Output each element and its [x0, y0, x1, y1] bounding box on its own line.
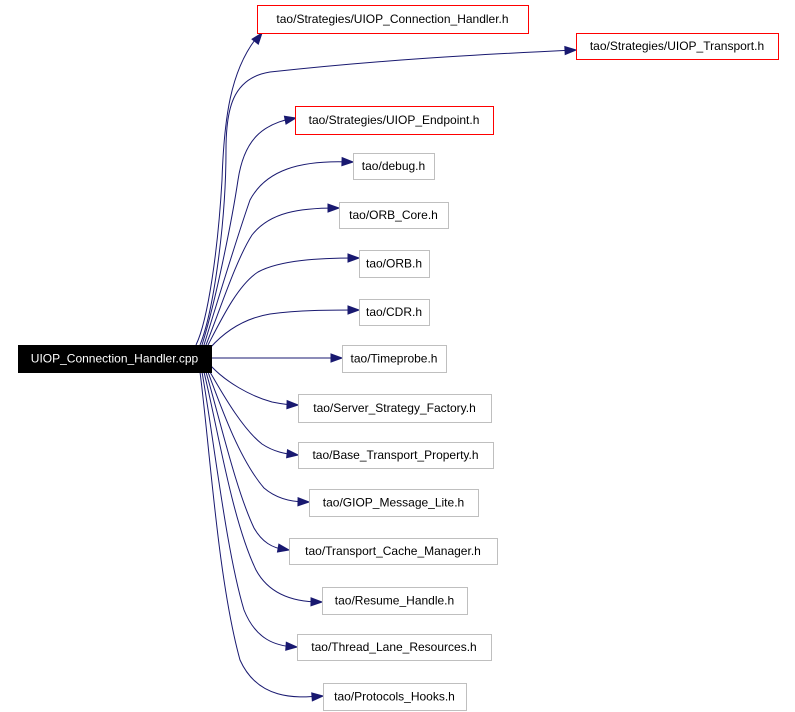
- nodes: UIOP_Connection_Handler.cpp tao/Strategie…: [18, 5, 779, 711]
- include-node-tao-resume-handle-h[interactable]: tao/Resume_Handle.h: [322, 587, 468, 615]
- node-box: [295, 106, 494, 135]
- edge-to-tao-transport-cache-manager-h: [205, 371, 287, 551]
- edges: [195, 31, 578, 702]
- arrowhead: [564, 45, 578, 56]
- edge-to-tao-strategies-uiop-transport-h: [199, 49, 575, 346]
- include-node-tao-timeprobe-h[interactable]: tao/Timeprobe.h: [342, 345, 447, 373]
- arrowhead: [297, 497, 311, 507]
- node-box: [323, 683, 467, 711]
- edge-to-tao-debug-h: [203, 161, 351, 346]
- node-label: tao/Base_Transport_Property.h: [312, 448, 478, 462]
- node-label: tao/ORB.h: [366, 257, 422, 271]
- include-node-tao-base-transport-property-h[interactable]: tao/Base_Transport_Property.h: [298, 442, 494, 469]
- node-box: [322, 587, 468, 615]
- edge-to-tao-thread-lane-resources-h: [201, 371, 296, 648]
- edge-to-tao-strategies-uiop-endpoint-h: [201, 117, 295, 346]
- node-box: [289, 538, 498, 565]
- arrowhead: [251, 31, 263, 45]
- arrowhead: [311, 692, 325, 702]
- include-node-tao-transport-cache-manager-h[interactable]: tao/Transport_Cache_Manager.h: [289, 538, 498, 565]
- node-label: tao/CDR.h: [366, 305, 422, 319]
- node-label: tao/ORB_Core.h: [349, 208, 438, 222]
- edge-to-tao-base-transport-property-h: [209, 371, 297, 456]
- node-box: [298, 442, 494, 469]
- include-node-tao-strategies-uiop-connection-handler-h[interactable]: tao/Strategies/UIOP_Connection_Handler.h: [257, 5, 529, 34]
- edge-to-tao-strategies-uiop-connection-handler-h: [195, 35, 259, 346]
- arrowhead: [347, 305, 361, 315]
- root-node-uiop-connection-handler-cpp[interactable]: UIOP_Connection_Handler.cpp: [18, 345, 212, 373]
- node-label: tao/Server_Strategy_Factory.h: [313, 401, 476, 415]
- include-node-tao-protocols-hooks-h[interactable]: tao/Protocols_Hooks.h: [323, 683, 467, 711]
- include-node-tao-debug-h[interactable]: tao/debug.h: [353, 153, 435, 180]
- node-box: [298, 394, 492, 423]
- node-box: [359, 299, 430, 326]
- include-node-tao-strategies-uiop-endpoint-h[interactable]: tao/Strategies/UIOP_Endpoint.h: [295, 106, 494, 135]
- include-node-tao-orb-h[interactable]: tao/ORB.h: [359, 250, 430, 278]
- edge-to-tao-giop-message-lite-h: [207, 371, 307, 503]
- include-node-tao-server-strategy-factory-h[interactable]: tao/Server_Strategy_Factory.h: [298, 394, 492, 423]
- node-box: [353, 153, 435, 180]
- node-box: [339, 202, 449, 229]
- node-label: tao/debug.h: [362, 159, 425, 173]
- edge-to-tao-resume-handle-h: [203, 371, 321, 603]
- arrowhead: [327, 203, 341, 213]
- arrowhead: [283, 115, 298, 125]
- node-label: tao/Strategies/UIOP_Connection_Handler.h: [276, 12, 508, 26]
- node-box: [309, 489, 479, 517]
- arrowhead: [341, 156, 355, 167]
- edge-to-tao-protocols-hooks-h: [199, 371, 321, 698]
- node-label: tao/GIOP_Message_Lite.h: [323, 496, 464, 510]
- edge-to-tao-cdr-h: [209, 309, 357, 349]
- node-label: tao/Strategies/UIOP_Endpoint.h: [309, 113, 480, 127]
- edge-to-tao-orb-core-h: [205, 207, 337, 346]
- node-box: [576, 33, 779, 60]
- edge-to-tao-server-strategy-factory-h: [210, 365, 297, 406]
- include-node-tao-cdr-h[interactable]: tao/CDR.h: [359, 299, 430, 326]
- node-label: UIOP_Connection_Handler.cpp: [31, 352, 199, 366]
- node-label: tao/Resume_Handle.h: [335, 594, 454, 608]
- node-box: [359, 250, 430, 278]
- edge-to-tao-orb-h: [207, 257, 357, 346]
- include-node-tao-thread-lane-resources-h[interactable]: tao/Thread_Lane_Resources.h: [297, 634, 492, 661]
- include-node-tao-giop-message-lite-h[interactable]: tao/GIOP_Message_Lite.h: [309, 489, 479, 517]
- node-label: tao/Timeprobe.h: [351, 352, 438, 366]
- include-node-tao-orb-core-h[interactable]: tao/ORB_Core.h: [339, 202, 449, 229]
- arrowhead: [347, 253, 361, 263]
- arrowhead: [310, 597, 324, 607]
- arrowhead: [285, 641, 299, 651]
- node-label: tao/Protocols_Hooks.h: [334, 690, 455, 704]
- arrowhead: [286, 449, 300, 459]
- include-node-tao-strategies-uiop-transport-h[interactable]: tao/Strategies/UIOP_Transport.h: [576, 33, 779, 60]
- node-box: [257, 5, 529, 34]
- arrowhead: [330, 353, 344, 363]
- node-box: [342, 345, 447, 373]
- node-label: tao/Transport_Cache_Manager.h: [305, 544, 481, 558]
- arrowhead: [286, 399, 300, 410]
- arrowhead: [276, 543, 291, 553]
- node-label: tao/Strategies/UIOP_Transport.h: [590, 39, 764, 53]
- node-label: tao/Thread_Lane_Resources.h: [311, 640, 476, 654]
- node-box: [297, 634, 492, 661]
- node-box: [18, 345, 212, 373]
